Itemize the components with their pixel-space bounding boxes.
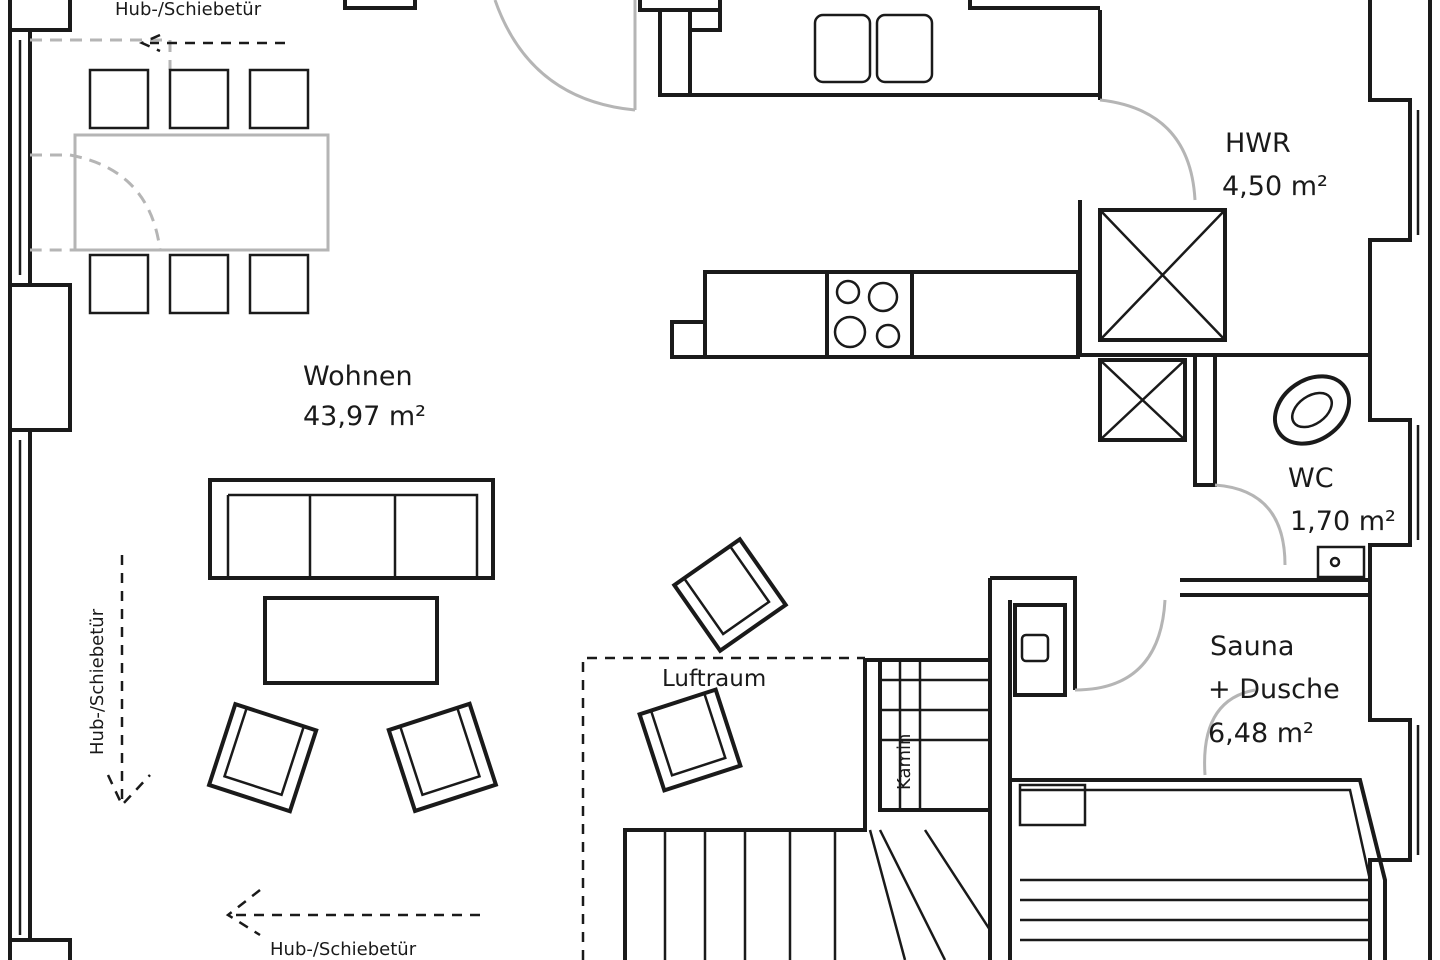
room-name-sauna: Sauna [1210, 631, 1294, 662]
door-label-left: Hub-/Schiebetür [87, 608, 108, 755]
room-name-sauna-2: + Dusche [1208, 674, 1340, 705]
luftraum-outline [581, 656, 865, 960]
exterior-walls [8, 0, 1432, 960]
kitchen-counter [658, 10, 1100, 97]
room-name-wohnen: Wohnen [303, 361, 413, 392]
hwr-appliances [1098, 208, 1227, 442]
dining-set [73, 68, 330, 315]
room-area-wohnen: 43,97 m² [303, 401, 426, 432]
room-name-luftraum: Luftraum [662, 666, 766, 692]
kitchen-island [670, 270, 1080, 359]
sink-left [813, 13, 872, 84]
door-label-bottom: Hub-/Schiebetür [270, 939, 417, 960]
door-swings [30, 0, 1287, 776]
room-area-sauna: 6,48 m² [1208, 718, 1314, 749]
room-name-wc: WC [1288, 463, 1334, 494]
door-label-top: Hub-/Schiebetür [115, 0, 262, 20]
room-area-wc: 1,70 m² [1290, 506, 1396, 537]
sink-right [875, 13, 934, 84]
living-furniture [206, 478, 789, 814]
room-name-hwr: HWR [1225, 128, 1291, 159]
sauna [1010, 603, 1387, 960]
toilet [1272, 374, 1366, 579]
kamin-label: Kamin [894, 734, 915, 790]
sliding-door-arrows [106, 33, 480, 937]
stairs [623, 658, 992, 960]
room-area-hwr: 4,50 m² [1222, 171, 1328, 202]
